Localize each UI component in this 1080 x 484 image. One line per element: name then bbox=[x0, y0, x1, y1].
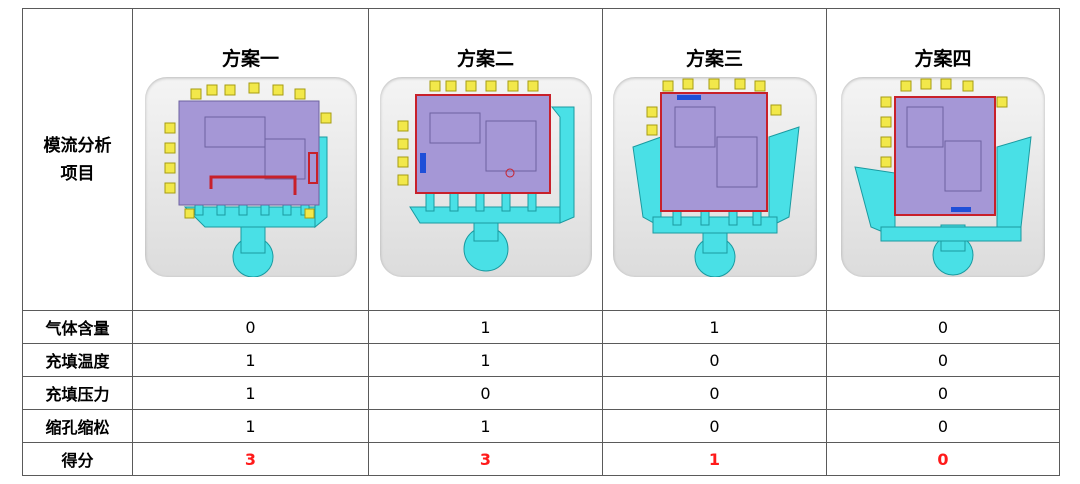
table-cell: 1 bbox=[132, 343, 369, 377]
die-casting-mold-flow-image-1 bbox=[144, 76, 357, 277]
scheme-4-cell: 方案四 bbox=[826, 8, 1060, 311]
row-label-fill-pressure: 充填压力 bbox=[22, 376, 133, 410]
table-row: 充填温度 1 1 0 0 bbox=[22, 343, 1060, 377]
row-label-shrinkage-porosity: 缩孔缩松 bbox=[22, 409, 133, 443]
score-row: 得分 3 3 1 0 bbox=[22, 442, 1060, 476]
table-cell: 1 bbox=[132, 376, 369, 410]
analysis-item-header: 模流分析 项目 bbox=[22, 8, 133, 311]
table-cell: 0 bbox=[826, 376, 1060, 410]
table-cell: 1 bbox=[368, 343, 603, 377]
die-casting-mold-flow-image-3 bbox=[612, 76, 817, 277]
scheme-3-title: 方案三 bbox=[685, 47, 743, 70]
mold-flow-comparison-table: 模流分析 项目 方案一 bbox=[22, 8, 1060, 476]
scheme-1-title: 方案一 bbox=[221, 47, 279, 70]
scheme-2-cell: 方案二 bbox=[368, 8, 603, 311]
row-label-gas-content: 气体含量 bbox=[22, 310, 133, 344]
table-cell: 0 bbox=[368, 376, 603, 410]
score-cell: 0 bbox=[826, 442, 1060, 476]
scheme-image-row: 模流分析 项目 方案一 bbox=[22, 8, 1060, 311]
table-row: 缩孔缩松 1 1 0 0 bbox=[22, 409, 1060, 443]
table-cell: 0 bbox=[826, 343, 1060, 377]
die-casting-mold-flow-image-2 bbox=[379, 76, 592, 277]
scheme-4-title: 方案四 bbox=[914, 47, 972, 70]
score-cell: 3 bbox=[132, 442, 369, 476]
table-row: 充填压力 1 0 0 0 bbox=[22, 376, 1060, 410]
table-cell: 0 bbox=[602, 376, 827, 410]
score-cell: 1 bbox=[602, 442, 827, 476]
row-label-fill-temperature: 充填温度 bbox=[22, 343, 133, 377]
table-cell: 0 bbox=[826, 409, 1060, 443]
table-cell: 0 bbox=[826, 310, 1060, 344]
analysis-item-header-text: 模流分析 项目 bbox=[43, 135, 112, 184]
die-casting-mold-flow-image-4 bbox=[841, 76, 1045, 277]
table-row: 气体含量 0 1 1 0 bbox=[22, 310, 1060, 344]
table-cell: 1 bbox=[132, 409, 369, 443]
scheme-3-cell: 方案三 bbox=[602, 8, 827, 311]
scheme-2-title: 方案二 bbox=[456, 47, 514, 70]
score-cell: 3 bbox=[368, 442, 603, 476]
table-cell: 0 bbox=[602, 409, 827, 443]
table-cell: 1 bbox=[368, 409, 603, 443]
table-cell: 1 bbox=[602, 310, 827, 344]
table-cell: 0 bbox=[132, 310, 369, 344]
table-cell: 1 bbox=[368, 310, 603, 344]
row-label-score: 得分 bbox=[22, 442, 133, 476]
table-cell: 0 bbox=[602, 343, 827, 377]
scheme-1-cell: 方案一 bbox=[132, 8, 369, 311]
